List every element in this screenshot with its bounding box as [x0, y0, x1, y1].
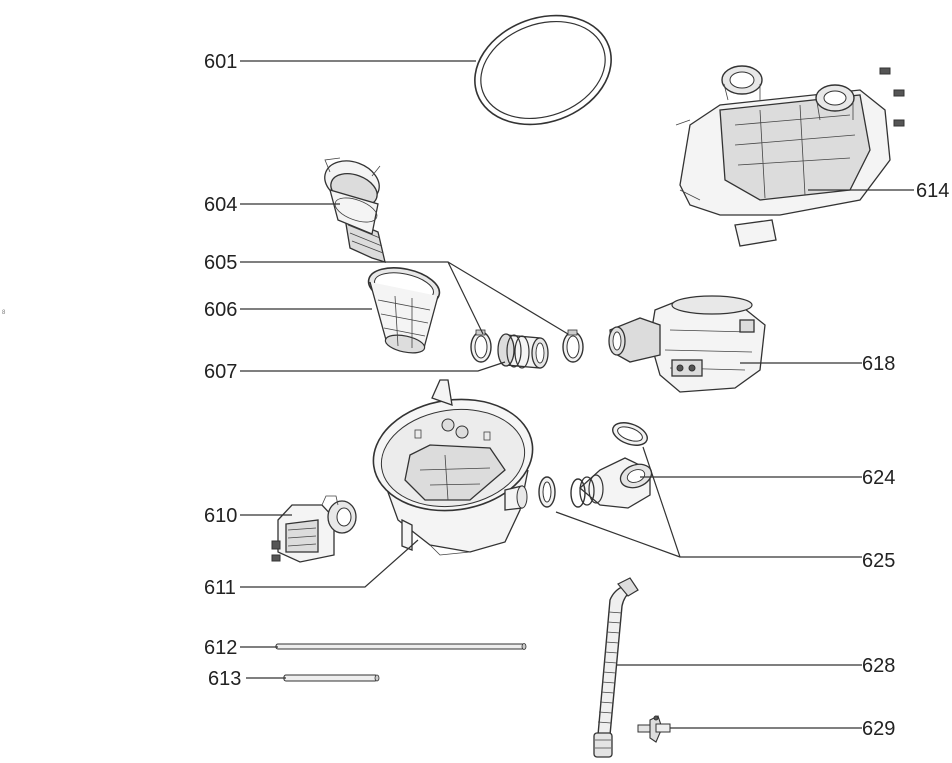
part-629-valve[interactable] — [637, 715, 671, 743]
part-624-elbow-hose[interactable] — [570, 457, 655, 509]
label-604: 604 — [204, 194, 237, 216]
label-605: 605 — [204, 252, 237, 274]
label-614: 614 — [916, 180, 949, 202]
label-625: 625 — [862, 550, 895, 572]
part-605-clamp-right[interactable] — [562, 329, 584, 363]
margin-mark: 8 — [2, 310, 6, 316]
part-610-drain-pump[interactable] — [271, 495, 357, 563]
part-607-coupling[interactable] — [497, 333, 549, 369]
label-611: 611 — [204, 577, 236, 599]
leader-625 — [555, 446, 862, 558]
part-618-pump-assembly[interactable] — [608, 295, 766, 393]
label-606: 606 — [204, 299, 237, 321]
part-625-clamp-top[interactable] — [610, 418, 651, 449]
label-624: 624 — [862, 467, 895, 489]
part-613-short-rod[interactable] — [283, 674, 380, 682]
part-604-filter[interactable] — [319, 154, 386, 263]
label-628: 628 — [862, 655, 895, 677]
leader-607 — [240, 361, 506, 372]
part-628-drain-hose[interactable] — [593, 577, 639, 758]
label-629: 629 — [862, 718, 895, 740]
part-605-clamp-left[interactable] — [470, 329, 492, 363]
leader-605 — [240, 261, 569, 335]
label-612: 612 — [204, 637, 237, 659]
part-601-gasket[interactable] — [459, 0, 626, 143]
label-610: 610 — [204, 505, 237, 527]
label-613: 613 — [208, 668, 241, 690]
label-618: 618 — [862, 353, 895, 375]
part-614-circulation-heater[interactable] — [675, 65, 905, 247]
part-625-clamp-bottom[interactable] — [538, 476, 556, 508]
label-607: 607 — [204, 361, 237, 383]
part-611-sump[interactable] — [366, 379, 540, 556]
label-601: 601 — [204, 51, 237, 73]
leader-611 — [240, 539, 419, 588]
part-606-mesh-filter[interactable] — [365, 262, 443, 356]
part-612-rod[interactable] — [275, 643, 527, 650]
